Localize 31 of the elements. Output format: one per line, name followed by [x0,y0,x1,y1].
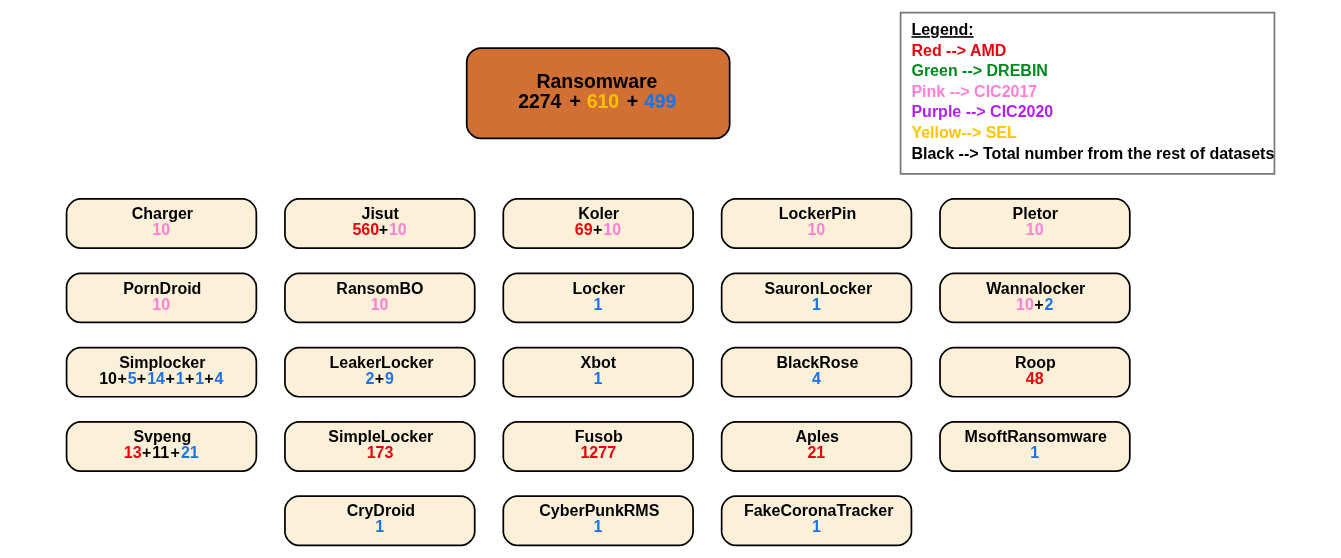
node-box: SauronLocker 1 [720,272,913,324]
node-box: Simplocker 10+5+14+1+1+4 [65,346,258,398]
node-box: MsoftRansomware 1 [939,421,1131,472]
node-box: PornDroid 10 [65,272,258,324]
legend-label: Black --> Total number from the rest of datasets [911,144,1275,162]
legend-label: Pink --> CIC2017 [911,82,1038,100]
legend-label: Yellow--> SEL [911,124,1017,142]
node-box: CyberPunkRMS 1 [502,495,694,547]
node-box: BlackRose 4 [720,346,913,398]
node-box: RansomBO 10 [284,272,476,324]
node-box: Aples 21 [720,421,913,472]
node-box: Svpeng 13+11+21 [65,421,258,472]
node-box: Xbot 1 [502,346,694,398]
node-box: Jisut 560+10 [284,198,476,249]
node-box: Locker 1 [502,272,694,324]
node-box: Charger 10 [65,198,258,249]
node-box: CryDroid 1 [284,495,476,547]
node-box: FakeCoronaTracker 1 [720,495,913,547]
node-box: SimpleLocker 173 [284,421,476,472]
legend-label: Green --> DREBIN [911,62,1048,80]
label: Legend: [911,21,974,39]
node-box: LockerPin 10 [720,198,913,249]
node-box: Roop 48 [939,346,1131,398]
legend-label: Red --> AMD [911,41,1007,59]
node-box: Ransomware 2274 + 610 + 499 [465,47,731,140]
node-box: Koler 69+10 [502,198,694,249]
node-box: LeakerLocker 2+9 [284,346,476,398]
node-box: Pletor 10 [939,198,1131,249]
node-box: Wannalocker 10+2 [939,272,1131,324]
node-box: Fusob 1277 [502,421,694,472]
legend-label: Purple --> CIC2020 [911,103,1054,121]
